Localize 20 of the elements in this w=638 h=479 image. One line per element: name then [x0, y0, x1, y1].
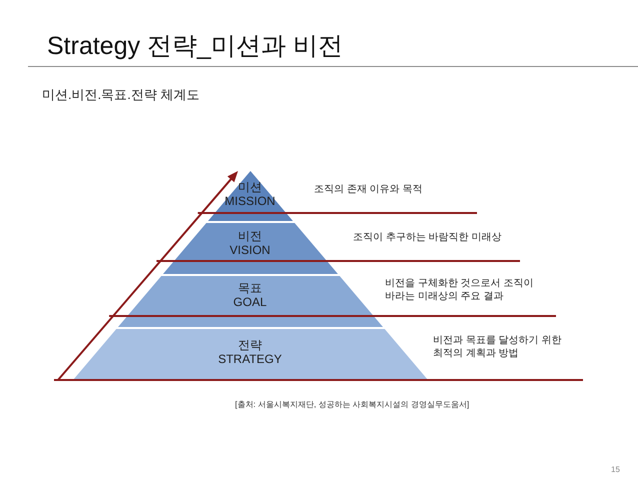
slide-title: Strategy 전략_미션과 비전	[47, 31, 343, 61]
tier-description: 조직이 추구하는 바람직한 미래상	[353, 231, 502, 244]
pyramid-triangle	[208, 171, 292, 221]
page-number: 15	[611, 464, 620, 475]
pyramid-band	[118, 276, 382, 327]
tier-subtitle: STRATEGY	[218, 352, 282, 366]
tier-title: 미션	[238, 180, 262, 194]
tier-title: 비전	[238, 229, 262, 243]
section-heading: 미션.비전.목표.전략 체계도	[42, 87, 200, 103]
tier-subtitle: GOAL	[233, 295, 267, 309]
pyramid-band	[72, 329, 428, 380]
tier-description: 조직의 존재 이유와 목적	[314, 183, 422, 196]
tier-description: 비전을 구체화한 것으로서 조직이 바라는 미래상의 주요 결과	[385, 277, 534, 303]
tier-description: 비전과 목표를 달성하기 위한 최적의 계획과 방법	[433, 334, 562, 360]
tier-title: 목표	[238, 281, 262, 295]
tier-title: 전략	[238, 338, 262, 352]
tier-subtitle: VISION	[230, 243, 270, 257]
tier-subtitle: MISSION	[224, 194, 276, 208]
pyramid-band	[162, 223, 338, 274]
source-note: [출처: 서울시복지재단, 성공하는 사회복지시설의 경영실무도움서]	[235, 399, 470, 410]
